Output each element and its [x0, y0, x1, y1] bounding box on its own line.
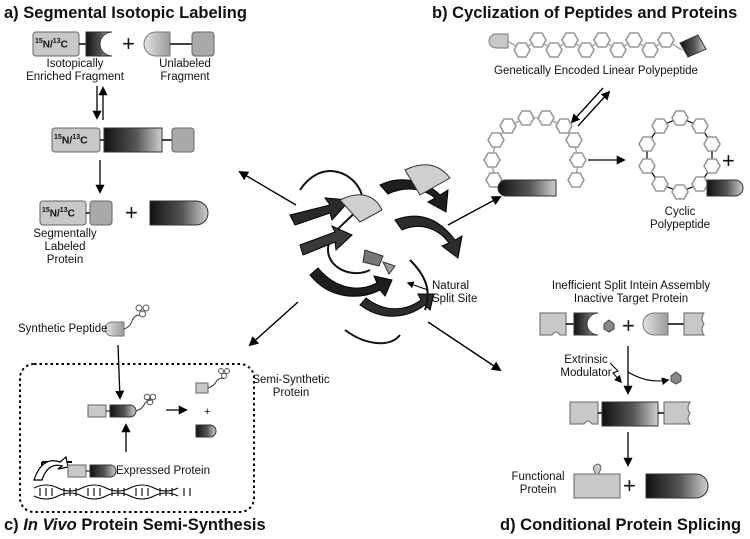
panel-d-schematic	[539, 312, 709, 499]
iso-label-3: 15N/13C	[42, 207, 75, 220]
panel-d-title: d) Conditional Protein Splicing	[500, 516, 742, 534]
plus-d2: +	[623, 473, 636, 498]
label-synthetic-peptide: Synthetic Peptide	[18, 323, 108, 335]
plus-c: +	[204, 406, 211, 418]
label-linear-polypeptide: Genetically Encoded Linear Polypeptide	[494, 65, 698, 77]
iso-label-2: 15N/13C	[54, 134, 88, 147]
panel-b-schematic	[483, 32, 744, 200]
plus-b: +	[722, 148, 735, 173]
panel-a-title: a) Segmental Isotopic Labeling	[4, 4, 247, 22]
label-expressed-protein: Expressed Protein	[116, 465, 210, 477]
iso-label-1: 15N/13C	[35, 38, 68, 51]
plus-a1: +	[122, 31, 135, 56]
panel-c-schematic	[19, 304, 255, 513]
panel-b-title: b) Cyclization of Peptides and Proteins	[432, 4, 738, 22]
protein-ribbon-structure	[289, 164, 463, 345]
plus-d1: +	[622, 313, 635, 338]
panel-c-title: c) In Vivo Protein Semi-Synthesis	[4, 516, 266, 534]
plus-a2: +	[125, 200, 138, 225]
center-arrows	[238, 171, 502, 372]
panel-a-schematic	[32, 31, 215, 226]
